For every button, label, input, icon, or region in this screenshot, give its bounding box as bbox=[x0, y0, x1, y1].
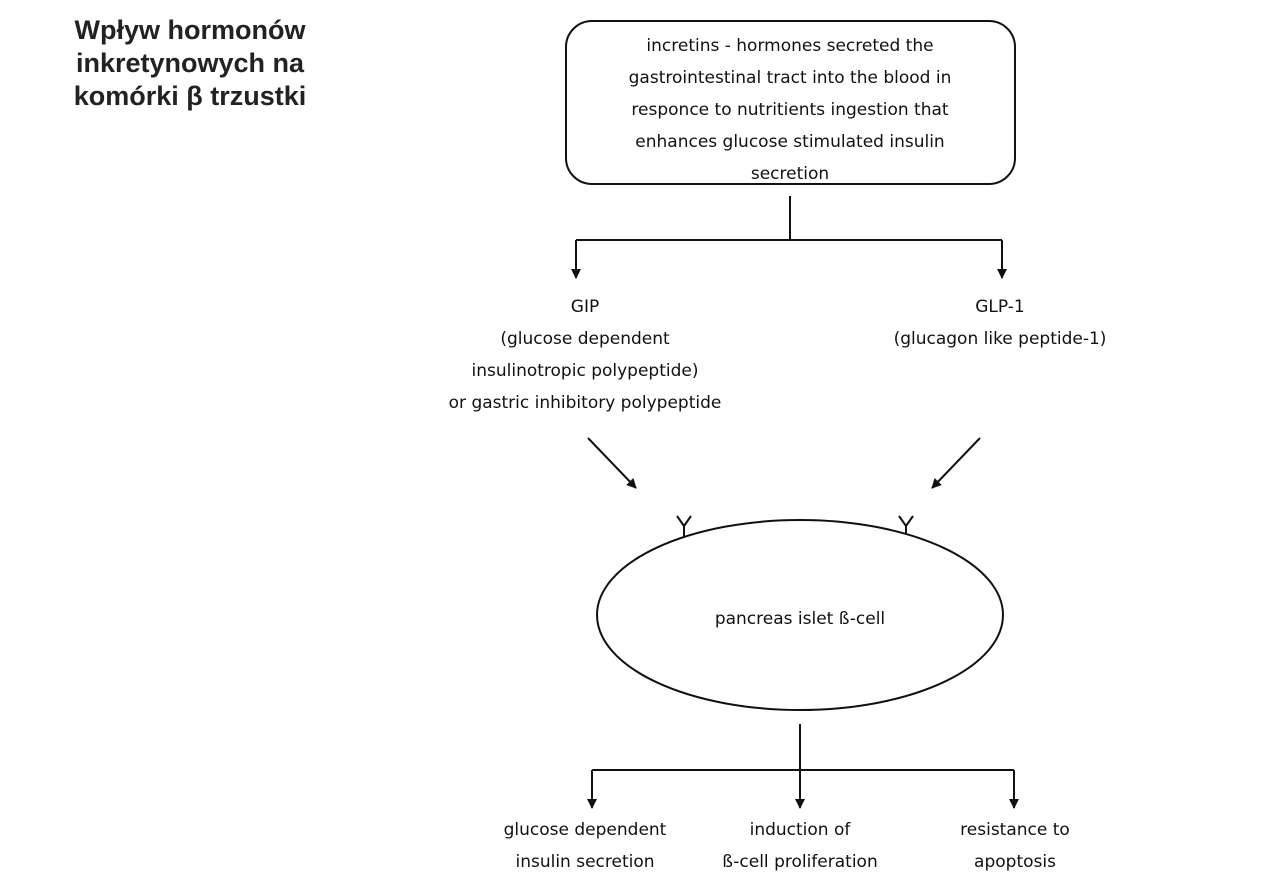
effect-apoptosis-resistance: resistance to apoptosis bbox=[895, 814, 1135, 878]
beta-cell-label: pancreas islet ß-cell bbox=[640, 603, 960, 635]
beta-cell-label-text: pancreas islet ß-cell bbox=[714, 609, 886, 629]
gip-line: (glucose dependent bbox=[500, 329, 670, 349]
definition-line: enhances glucose stimulated insulin bbox=[635, 132, 945, 152]
definition-line: incretins - hormones secreted the bbox=[646, 36, 934, 56]
effect-line: apoptosis bbox=[974, 852, 1056, 872]
effect-line: induction of bbox=[749, 820, 851, 840]
glp1-line: (glucagon like peptide-1) bbox=[893, 329, 1107, 349]
effect-line: resistance to bbox=[960, 820, 1070, 840]
title-line-3: komórki β trzustki bbox=[73, 81, 307, 111]
receptor-icon bbox=[676, 515, 692, 537]
beta-cell-ellipse bbox=[596, 519, 1004, 711]
effect-insulin-secretion: glucose dependent insulin secretion bbox=[465, 814, 705, 878]
effect-beta-cell-proliferation: induction of ß-cell proliferation bbox=[680, 814, 920, 878]
effects-split-connector bbox=[587, 724, 1019, 809]
title-line-1: Wpływ hormonów bbox=[74, 15, 306, 45]
glp1-line: GLP-1 bbox=[975, 297, 1025, 317]
effect-line: ß-cell proliferation bbox=[722, 852, 878, 872]
gip-line: insulinotropic polypeptide) bbox=[471, 361, 699, 381]
slide-title: Wpływ hormonów inkretynowych na komórki … bbox=[30, 14, 350, 113]
glp1-label: GLP-1 (glucagon like peptide-1) bbox=[850, 291, 1150, 355]
title-line-2: inkretynowych na bbox=[75, 48, 305, 78]
effect-line: glucose dependent bbox=[503, 820, 667, 840]
definition-line: gastrointestinal tract into the blood in bbox=[628, 68, 952, 88]
gip-line: GIP bbox=[570, 297, 600, 317]
arrow-gip-to-cell bbox=[587, 437, 637, 489]
definition-split-connector bbox=[571, 196, 1007, 279]
definition-box bbox=[565, 20, 1016, 185]
effect-line: insulin secretion bbox=[515, 852, 655, 872]
arrow-glp1-to-cell bbox=[931, 437, 981, 489]
definition-line: secretion bbox=[750, 164, 830, 184]
incretin-definition-text: incretins - hormones secreted the gastro… bbox=[570, 30, 1010, 190]
definition-line: responce to nutritients ingestion that bbox=[631, 100, 949, 120]
gip-line: or gastric inhibitory polypeptide bbox=[448, 393, 722, 413]
gip-label: GIP (glucose dependent insulinotropic po… bbox=[395, 291, 775, 419]
